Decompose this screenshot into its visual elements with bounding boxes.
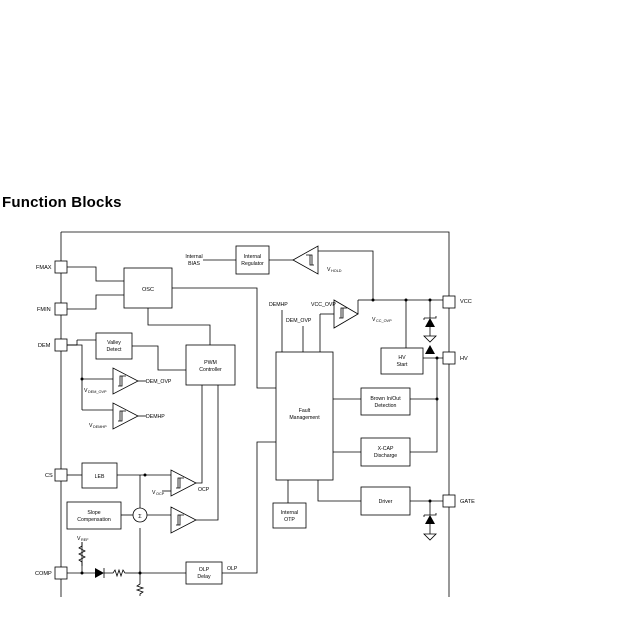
svg-text:DEM_OVP: DEM_OVP	[88, 390, 107, 394]
pin-fmax[interactable]: FMAX	[36, 260, 68, 274]
svg-text:CS: CS	[45, 473, 53, 479]
svg-text:Σ: Σ	[138, 514, 142, 520]
vcc-ovp-comparator: V CC_OVP	[333, 299, 392, 329]
svg-text:OCP: OCP	[156, 492, 165, 496]
wires	[67, 250, 443, 582]
vref-pullup-resistor	[78, 542, 86, 566]
svg-text:DEMHP: DEMHP	[93, 425, 107, 429]
olp-delay-block: OLP Delay	[185, 561, 223, 585]
svg-text:HOLD: HOLD	[331, 269, 342, 273]
svg-text:COMP: COMP	[35, 571, 52, 577]
svg-text:OTP: OTP	[284, 517, 295, 523]
svg-text:OLP: OLP	[199, 567, 210, 573]
valley-detect-block: Valley Detect	[95, 332, 133, 360]
svg-text:Detect: Detect	[107, 347, 123, 353]
svg-text:Detection: Detection	[375, 403, 397, 409]
svg-text:FMIN: FMIN	[37, 307, 51, 313]
pin-vcc[interactable]: VCC	[442, 295, 472, 309]
svg-text:V: V	[89, 423, 93, 429]
svg-text:Start: Start	[397, 362, 409, 368]
svg-text:REF: REF	[81, 538, 89, 542]
svg-text:Driver: Driver	[379, 499, 393, 505]
ocp-label: OCP	[198, 487, 210, 493]
svg-text:Fault: Fault	[299, 408, 311, 414]
svg-text:Controller: Controller	[199, 367, 222, 373]
svg-text:V: V	[77, 536, 81, 542]
pin-dem[interactable]: DEM	[38, 338, 68, 352]
comp-diode	[95, 568, 110, 578]
svg-text:OSC: OSC	[142, 287, 154, 293]
osc-block: OSC	[123, 267, 173, 309]
svg-text:Valley: Valley	[107, 340, 121, 346]
vcc-zener	[423, 316, 437, 343]
leb-block: LEB	[81, 462, 118, 489]
svg-text:HV: HV	[460, 356, 468, 362]
pwm-controller-block: PWM Controller	[185, 344, 236, 386]
svg-text:Compensation: Compensation	[77, 517, 111, 523]
dem-ovp-output-label: DEM_OVP	[146, 379, 172, 385]
comp-pulldown-resistor	[135, 582, 145, 596]
page-title: Function Blocks	[2, 194, 122, 211]
chip-outline	[60, 231, 450, 597]
svg-text:Internal: Internal	[281, 510, 298, 516]
internal-bias-label: Internal BIAS	[185, 254, 202, 267]
svg-text:V: V	[372, 317, 376, 323]
xcap-discharge-block: X-CAP Discharge	[360, 437, 411, 467]
fault-management-block: Fault Management	[275, 351, 334, 481]
svg-text:Discharge: Discharge	[374, 453, 397, 459]
svg-text:Management: Management	[289, 415, 320, 421]
svg-text:GATE: GATE	[460, 499, 475, 505]
summing-node: Σ	[132, 507, 148, 523]
svg-text:Internal: Internal	[244, 254, 261, 260]
svg-text:FMAX: FMAX	[36, 265, 52, 271]
dem-ovp-label: DEM_OVP	[286, 318, 312, 324]
internal-regulator-block: Internal Regulator	[235, 245, 270, 275]
ocp-comparator: V OCP	[152, 469, 197, 497]
svg-text:Brown In/Out: Brown In/Out	[370, 396, 401, 402]
svg-text:V: V	[152, 490, 156, 496]
dem-ovp-comparator: V DEM_OVP	[84, 367, 139, 395]
pin-hv[interactable]: HV	[442, 351, 468, 365]
comp-series-resistor	[110, 568, 126, 578]
gate-zener	[423, 513, 437, 541]
slope-compensation-block: Slope Compensation	[66, 501, 122, 530]
internal-otp-block: Internal OTP	[272, 502, 307, 529]
pin-comp[interactable]: COMP	[35, 566, 68, 580]
svg-text:BIAS: BIAS	[188, 261, 200, 267]
svg-text:PWM: PWM	[204, 360, 217, 366]
svg-text:LEB: LEB	[95, 474, 105, 480]
svg-text:Slope: Slope	[87, 510, 100, 516]
demhp-comparator: V DEMHP	[89, 402, 139, 430]
svg-text:V: V	[327, 267, 331, 273]
pin-cs[interactable]: CS	[45, 468, 68, 482]
demhp-output-label: DEMHP	[146, 414, 165, 420]
brown-in-out-detection-block: Brown In/Out Detection	[360, 387, 411, 416]
driver-block: Driver	[360, 486, 411, 516]
svg-text:Delay: Delay	[197, 574, 211, 580]
pwm-comparator	[170, 506, 197, 534]
hv-start-block: HV Start	[380, 347, 424, 375]
svg-text:V: V	[84, 388, 88, 394]
svg-text:Internal: Internal	[185, 254, 202, 260]
vref-label: V REF	[77, 536, 89, 542]
vhold-comparator: V HOLD	[292, 245, 342, 275]
svg-text:Regulator: Regulator	[241, 261, 264, 267]
pin-fmin[interactable]: FMIN	[37, 302, 68, 316]
svg-text:DEM: DEM	[38, 343, 51, 349]
svg-text:X-CAP: X-CAP	[378, 446, 394, 452]
hv-zener	[425, 345, 435, 354]
pin-gate[interactable]: GATE	[442, 494, 475, 508]
junction-dots	[80, 298, 439, 575]
olp-label: OLP	[227, 566, 238, 572]
vcc-ovp-label: VCC_OVP	[311, 302, 336, 308]
svg-text:VCC: VCC	[460, 299, 472, 305]
svg-text:HV: HV	[398, 355, 406, 361]
svg-text:CC_OVP: CC_OVP	[376, 319, 392, 323]
demhp-label: DEMHP	[269, 302, 288, 308]
